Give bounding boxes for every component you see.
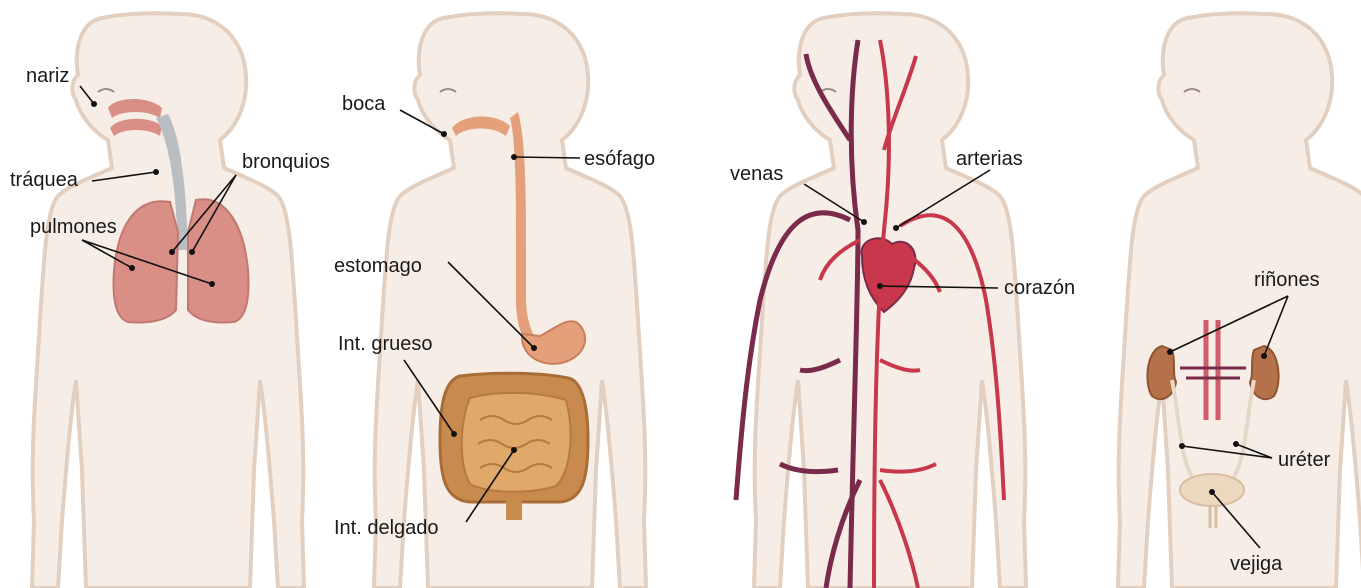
label-estomago: estomago [334,255,422,277]
label-int-delgado: Int. delgado [334,517,439,539]
label-bronquios: bronquios [242,151,330,173]
label-ureter: uréter [1278,449,1331,471]
label-arterias: arterias [956,148,1023,170]
label-traquea: tráquea [10,169,79,191]
label-corazon: corazón [1004,277,1075,299]
small-intestine [462,393,571,492]
circulatory-figure [736,13,1026,588]
label-nariz: nariz [26,65,69,87]
label-boca: boca [342,93,386,115]
urinary-figure [1118,13,1361,588]
respiratory-figure [32,13,304,588]
label-pulmones: pulmones [30,216,117,238]
rectum [506,500,522,520]
label-venas: venas [730,163,783,185]
label-esofago: esófago [584,148,655,170]
label-rinones: riñones [1254,269,1320,291]
label-int-grueso: Int. grueso [338,333,433,355]
label-vejiga: vejiga [1230,553,1283,575]
digestive-figure [374,13,646,588]
